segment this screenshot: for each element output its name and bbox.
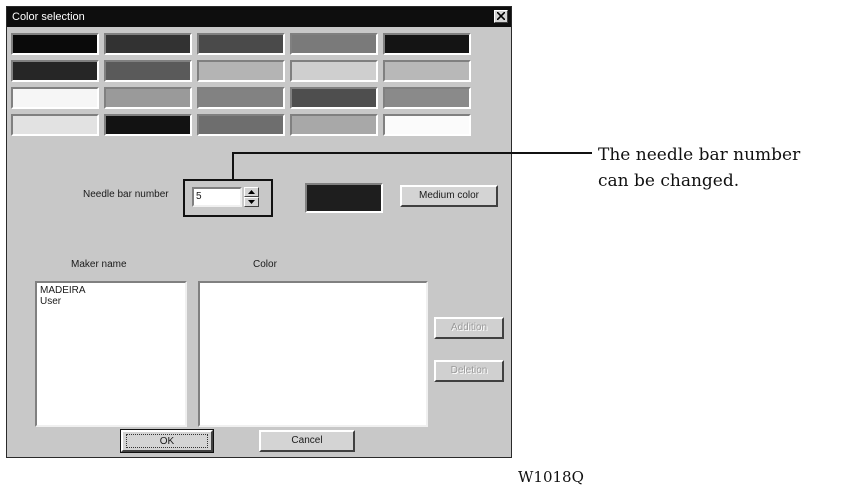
palette-swatch[interactable] [197, 114, 285, 136]
palette-swatch[interactable] [11, 60, 99, 82]
ok-button-label: OK [126, 434, 208, 448]
callout-annotation: The needle bar number can be changed. [598, 142, 800, 194]
callout-line-2: can be changed. [598, 171, 740, 191]
palette-swatch[interactable] [11, 87, 99, 109]
arrow-up-icon[interactable] [244, 187, 259, 197]
callout-line-1: The needle bar number [598, 145, 801, 165]
maker-name-header: Maker name [71, 259, 127, 270]
palette-swatch[interactable] [290, 114, 378, 136]
needle-bar-highlight-box [183, 179, 273, 217]
deletion-button[interactable]: Deletion [434, 360, 504, 382]
callout-line-horizontal [232, 152, 592, 154]
palette-swatch[interactable] [104, 114, 192, 136]
ok-button[interactable]: OK [120, 429, 214, 453]
color-listbox[interactable] [198, 281, 428, 427]
palette-swatch[interactable] [290, 60, 378, 82]
color-list-header: Color [253, 259, 277, 270]
selected-color-preview [305, 183, 383, 213]
addition-button[interactable]: Addition [434, 317, 504, 339]
palette-swatch[interactable] [104, 33, 192, 55]
palette-swatch[interactable] [197, 60, 285, 82]
arrow-down-icon[interactable] [244, 197, 259, 207]
window-title: Color selection [12, 11, 85, 23]
palette-swatch[interactable] [290, 87, 378, 109]
callout-line-vertical [232, 152, 234, 180]
palette-swatch[interactable] [11, 114, 99, 136]
needle-bar-label: Needle bar number [83, 189, 169, 200]
title-bar[interactable]: Color selection [7, 7, 511, 27]
palette-swatch[interactable] [104, 60, 192, 82]
palette-swatch[interactable] [197, 33, 285, 55]
color-selection-dialog: Color selection Needle bar number 5 [6, 6, 512, 458]
list-item[interactable]: MADEIRA [40, 285, 86, 296]
palette-swatch[interactable] [290, 33, 378, 55]
list-item[interactable]: User [40, 296, 62, 307]
close-icon[interactable] [494, 10, 508, 23]
palette-swatch[interactable] [104, 87, 192, 109]
palette-swatch[interactable] [383, 60, 471, 82]
needle-bar-number-input[interactable]: 5 [192, 187, 242, 207]
palette-swatch[interactable] [197, 87, 285, 109]
maker-name-listbox[interactable]: MADEIRA User [35, 281, 187, 427]
palette-swatch[interactable] [383, 87, 471, 109]
palette-swatch[interactable] [11, 33, 99, 55]
figure-code: W1018Q [518, 468, 584, 486]
palette-swatch[interactable] [383, 33, 471, 55]
palette-swatch[interactable] [383, 114, 471, 136]
medium-color-button[interactable]: Medium color [400, 185, 498, 207]
cancel-button[interactable]: Cancel [259, 430, 355, 452]
